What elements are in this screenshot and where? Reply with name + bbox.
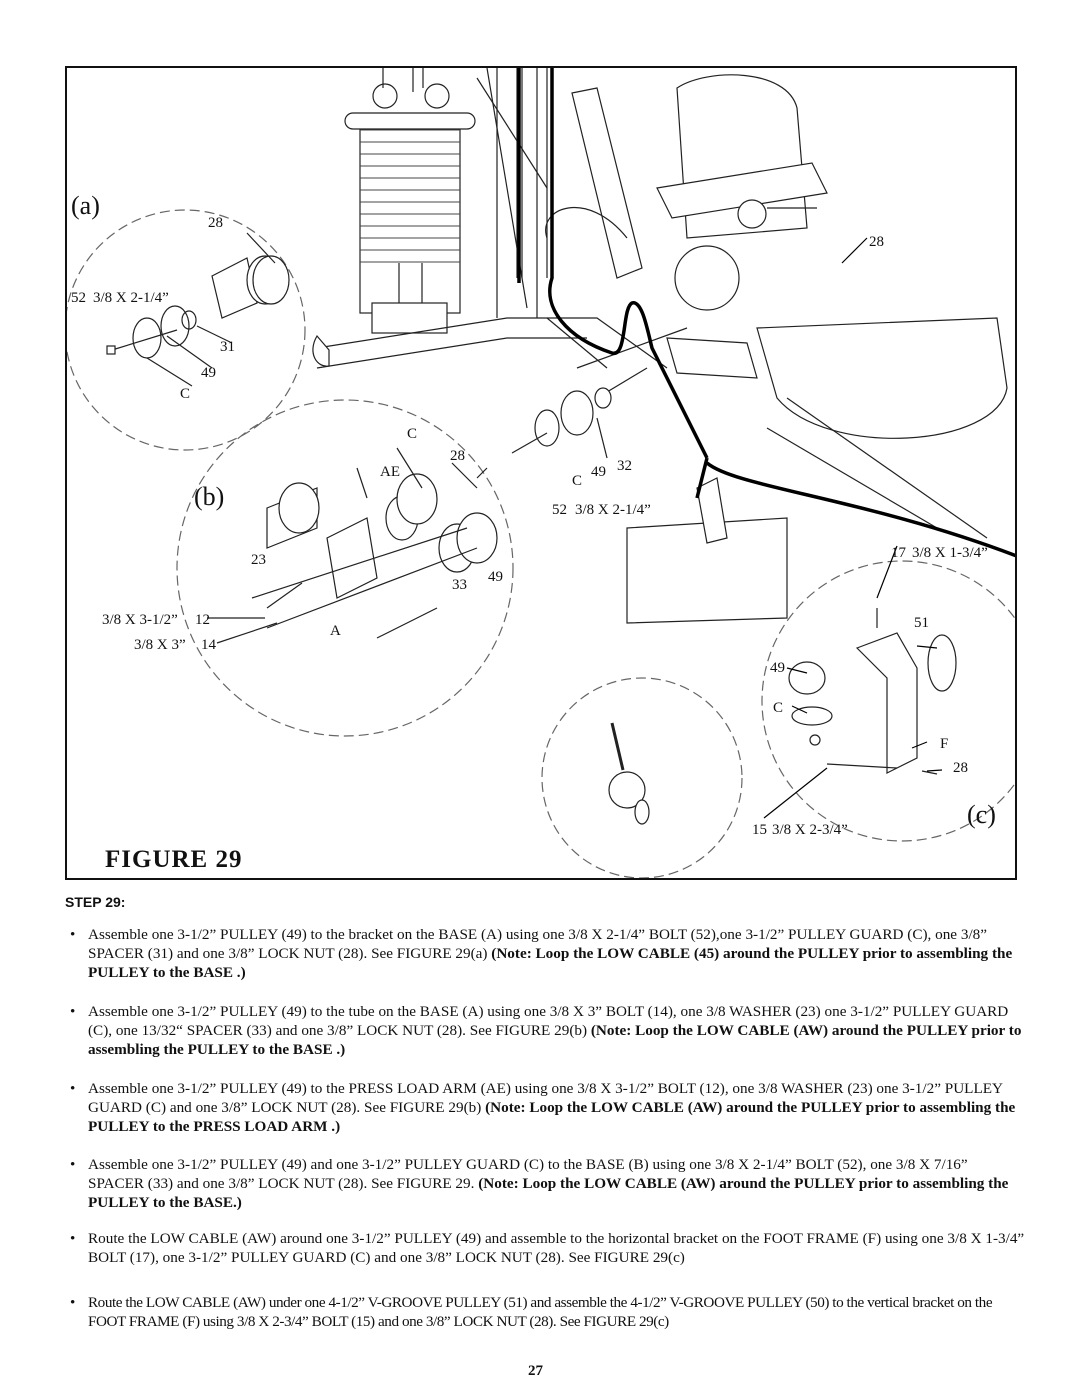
bullet: • bbox=[70, 1230, 76, 1247]
step-text: Assemble one 3-1/2” PULLEY (49) to the t… bbox=[88, 1003, 1009, 1039]
callout-b-23: 23 bbox=[251, 552, 266, 568]
callout-c-28: 28 bbox=[953, 760, 968, 776]
callout-m-52: 52 bbox=[552, 502, 567, 518]
detail-b-circle bbox=[176, 399, 514, 737]
bullet: • bbox=[70, 1156, 76, 1173]
detail-b-parts bbox=[207, 447, 498, 644]
detail-handle-circle bbox=[541, 677, 743, 878]
step-note: (Note: Loop the LOW CABLE (AW) around th… bbox=[88, 1022, 1022, 1058]
callout-a-31: 31 bbox=[220, 339, 235, 355]
figure-title: FIGURE 29 bbox=[105, 846, 243, 873]
callout-a-C: C bbox=[180, 386, 191, 402]
low-cable-path bbox=[517, 68, 1015, 558]
callout-right-28: 28 bbox=[869, 234, 884, 250]
callout-b-14-size: 3/8 X 3” bbox=[134, 637, 186, 653]
callout-b-14: 14 bbox=[201, 637, 216, 653]
step-text: Assemble one 3-1/2” PULLEY (49) to the P… bbox=[88, 1080, 1003, 1116]
leader-lines bbox=[763, 237, 943, 819]
frame-drawing bbox=[516, 68, 1008, 624]
callout-a-28: 28 bbox=[208, 215, 223, 231]
callout-c-15: 15 bbox=[752, 822, 767, 838]
bullet: • bbox=[70, 1080, 76, 1097]
sublabel-c: (c) bbox=[967, 800, 996, 829]
bullet: • bbox=[70, 1003, 76, 1020]
callout-c-51: 51 bbox=[914, 615, 929, 631]
sublabel-a: (a) bbox=[71, 191, 100, 220]
callout-c-49: 49 bbox=[770, 660, 785, 676]
step-text: Route the LOW CABLE (AW) around one 3-1/… bbox=[88, 1230, 1025, 1266]
step-text: Assemble one 3-1/2” PULLEY (49) to the b… bbox=[88, 926, 987, 962]
callout-a-49: 49 bbox=[201, 365, 216, 381]
callout-c-17: 17 bbox=[891, 545, 906, 561]
detail-c-parts bbox=[788, 608, 957, 775]
bullet: • bbox=[70, 926, 76, 943]
figure-29-box: (a) (b) (c) 28 52 3/8 X 2-1/4” 31 49 C 2… bbox=[65, 66, 1017, 880]
detail-mid-parts bbox=[511, 387, 612, 459]
callout-a-52: 52 bbox=[71, 290, 86, 306]
detail-a-circle bbox=[67, 209, 306, 451]
callout-b-12: 12 bbox=[195, 612, 210, 628]
callout-b-A: A bbox=[330, 623, 341, 639]
callout-m-32: 32 bbox=[617, 458, 632, 474]
detail-c-circle bbox=[761, 560, 1015, 842]
callout-c-F: F bbox=[940, 736, 949, 752]
step-note: (Note: Loop the LOW CABLE (AW) around th… bbox=[88, 1175, 1009, 1211]
detail-handle-parts bbox=[608, 722, 650, 825]
step-text: Assemble one 3-1/2” PULLEY (49) and one … bbox=[88, 1156, 968, 1192]
assembly-illustration bbox=[67, 68, 1015, 878]
callout-m-C: C bbox=[572, 473, 583, 489]
weight-stack-drawing bbox=[312, 68, 668, 369]
sublabel-b: (b) bbox=[194, 482, 225, 511]
callout-b-C: C bbox=[407, 426, 418, 442]
callout-b-33: 33 bbox=[452, 577, 467, 593]
callout-b-49: 49 bbox=[488, 569, 503, 585]
callout-c-C: C bbox=[773, 700, 784, 716]
detail-a-parts bbox=[106, 232, 290, 387]
callout-a-52-size: 3/8 X 2-1/4” bbox=[93, 290, 169, 306]
callout-m-52-size: 3/8 X 2-1/4” bbox=[575, 502, 651, 518]
callout-c-17-size: 3/8 X 1-3/4” bbox=[912, 545, 988, 561]
callout-b-28: 28 bbox=[450, 448, 465, 464]
step-note: (Note: Loop the LOW CABLE (AW) around th… bbox=[88, 1099, 1016, 1135]
step-text: Route the LOW CABLE (AW) under one 4-1/2… bbox=[88, 1294, 993, 1330]
callout-c-15-size: 3/8 X 2-3/4” bbox=[772, 822, 848, 838]
step-heading: STEP 29: bbox=[65, 894, 126, 910]
page-number: 27 bbox=[528, 1363, 543, 1379]
callout-m-49: 49 bbox=[591, 464, 606, 480]
step-note: (Note: Loop the LOW CABLE (45) around th… bbox=[88, 945, 1013, 981]
callout-b-12-size: 3/8 X 3-1/2” bbox=[102, 612, 178, 628]
bullet: • bbox=[70, 1294, 76, 1311]
callout-b-AE: AE bbox=[380, 464, 400, 480]
